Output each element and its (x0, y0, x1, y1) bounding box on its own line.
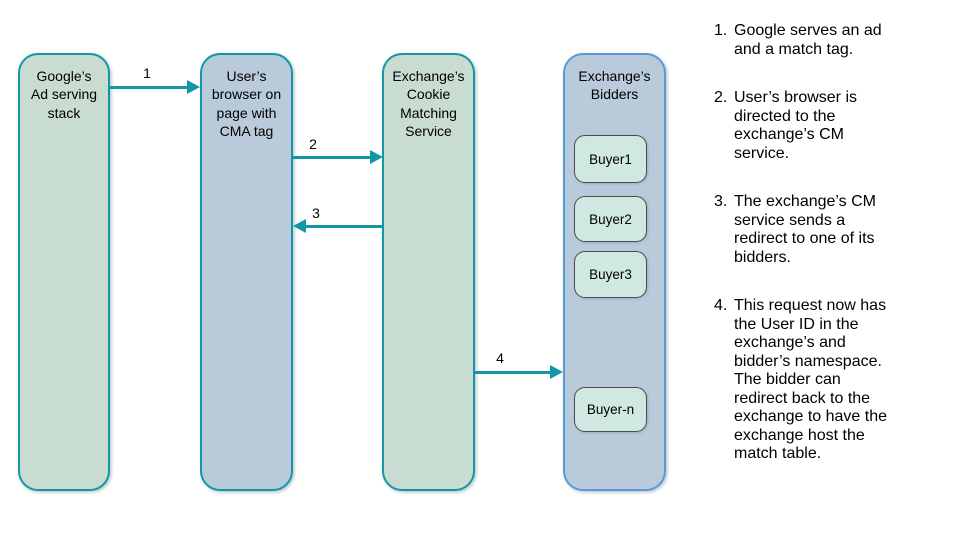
box-google-ad-serving-stack: Google’s Ad serving stack (18, 53, 110, 491)
buyer3-box: Buyer3 (574, 251, 647, 298)
step-number: 4. (714, 297, 728, 314)
arrow-2-right-icon (370, 150, 383, 164)
step-item-1: 1. Google serves an ad and a match tag. (690, 22, 960, 59)
step-item-3: 3. The exchange’s CM service sends a red… (690, 193, 960, 267)
arrow-2-line (293, 156, 371, 159)
arrow-1-line (110, 86, 188, 89)
arrow-3-line (306, 225, 382, 228)
arrow-2-label: 2 (309, 136, 317, 152)
arrow-1-label: 1 (143, 65, 151, 81)
box-user-browser: User’s browser on page with CMA tag (200, 53, 293, 491)
arrow-4-line (475, 371, 551, 374)
step-number: 2. (714, 89, 728, 106)
steps-list: 1. Google serves an ad and a match tag. … (690, 0, 960, 494)
arrow-3-left-icon (293, 219, 306, 233)
step-text: Google serves an ad and a match tag. (734, 22, 882, 58)
step-text: The exchange’s CM service sends a redire… (734, 193, 876, 266)
step-item-2: 2. User’s browser is directed to the exc… (690, 89, 960, 163)
step-number: 1. (714, 22, 728, 39)
step-number: 3. (714, 193, 728, 210)
buyer1-box: Buyer1 (574, 135, 647, 183)
arrow-1-right-icon (187, 80, 200, 94)
buyer2-box: Buyer2 (574, 196, 647, 242)
arrow-3-label: 3 (312, 205, 320, 221)
step-text: This request now has the User ID in the … (734, 297, 888, 462)
buyer-n-box: Buyer-n (574, 387, 647, 432)
step-text: User’s browser is directed to the exchan… (734, 89, 857, 162)
arrow-4-right-icon (550, 365, 563, 379)
box-cookie-matching-service: Exchange’s Cookie Matching Service (382, 53, 475, 491)
arrow-4-label: 4 (496, 350, 504, 366)
step-item-4: 4. This request now has the User ID in t… (690, 297, 960, 464)
